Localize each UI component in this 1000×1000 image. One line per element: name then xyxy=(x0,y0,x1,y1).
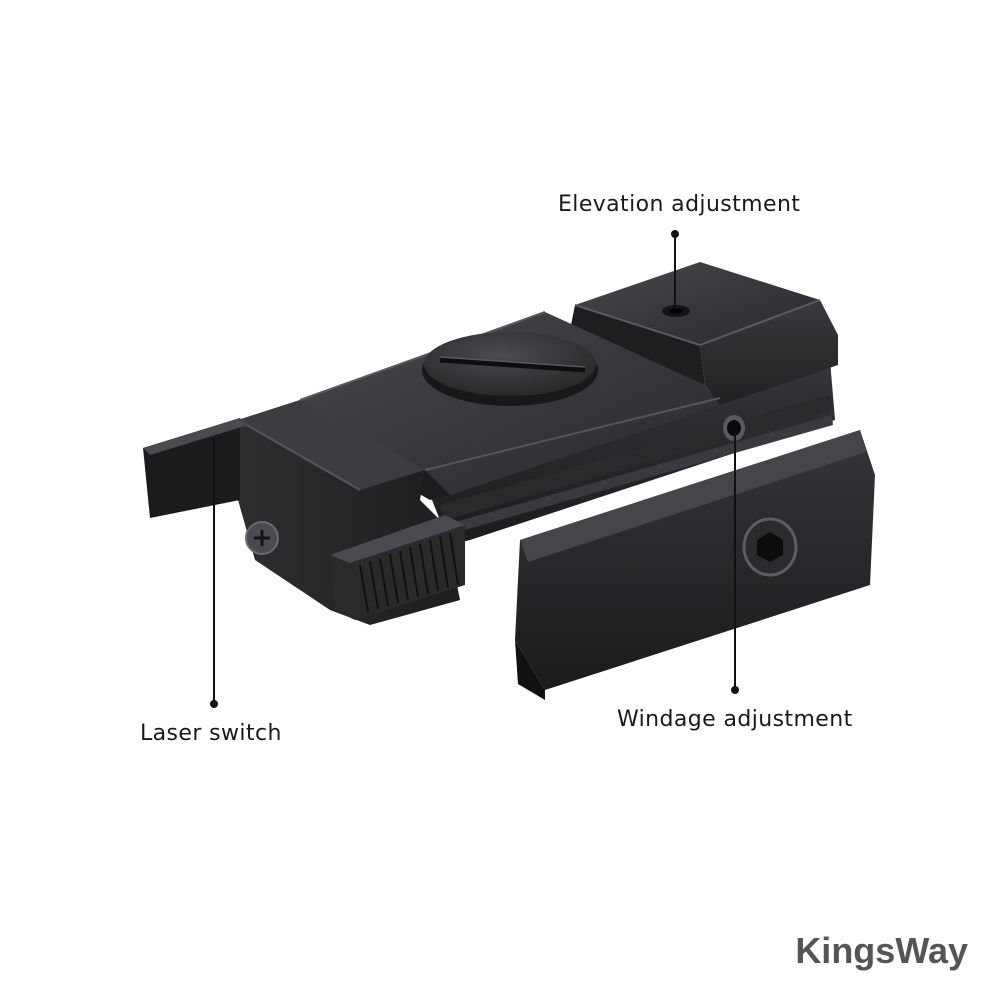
leader-line-windage xyxy=(731,432,739,694)
laser-switch-label: Laser switch xyxy=(140,721,282,746)
adjustment-hole-icon xyxy=(662,305,690,317)
switch-lever xyxy=(143,418,248,518)
slotted-dial-icon xyxy=(422,332,598,406)
knurled-switch-icon xyxy=(330,515,465,620)
windage-adjustment-label: Windage adjustment xyxy=(617,707,853,732)
elevation-adjustment-label: Elevation adjustment xyxy=(558,192,801,217)
rail-clamp xyxy=(515,430,875,700)
leader-line-switch xyxy=(210,438,218,708)
rear-rail-block xyxy=(570,262,838,405)
brand-watermark: KingsWay xyxy=(795,930,968,971)
adjustment-hole-icon xyxy=(723,415,745,441)
hex-socket-screw-icon xyxy=(742,517,798,577)
leader-line-elevation xyxy=(671,230,679,308)
phillips-screw-icon xyxy=(245,521,279,555)
